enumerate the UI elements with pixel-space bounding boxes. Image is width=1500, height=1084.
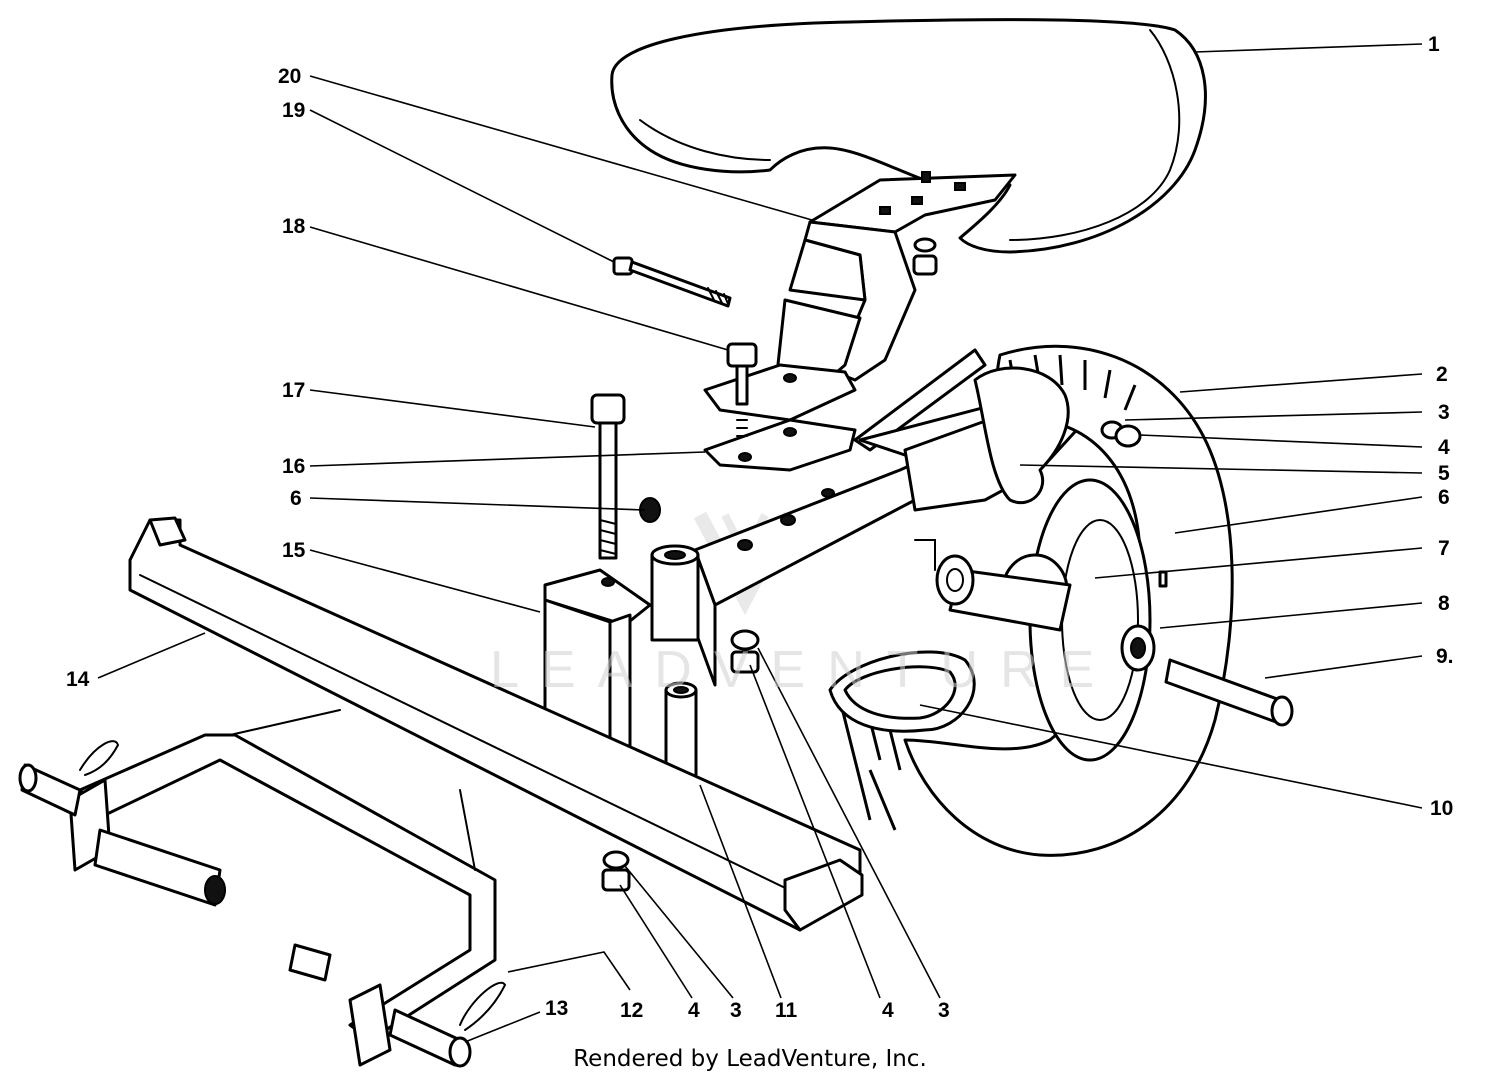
- callout-5: 5: [1438, 462, 1450, 485]
- callout-4-bottom-left: 4: [688, 999, 700, 1022]
- seat-mount-plates: [703, 342, 857, 472]
- callout-11: 11: [775, 999, 798, 1022]
- callout-18: 18: [282, 215, 306, 238]
- wheel-hub: [935, 553, 1168, 672]
- leader-lines: [97, 43, 1423, 1043]
- callout-20: 20: [278, 65, 302, 88]
- callout-1: 1: [1428, 33, 1440, 56]
- axle: [1164, 658, 1294, 727]
- render-credit: Rendered by LeadVenture, Inc.: [573, 1046, 927, 1072]
- callout-6: 6: [1438, 486, 1450, 509]
- callout-6-left: 6: [290, 487, 302, 510]
- callout-3-bottom-left: 3: [730, 999, 742, 1022]
- callout-19: 19: [282, 99, 306, 122]
- callout-16: 16: [282, 455, 306, 478]
- callout-14: 14: [66, 668, 90, 691]
- callout-2: 2: [1436, 363, 1448, 386]
- cross-bar: [128, 516, 864, 932]
- callout-17: 17: [282, 379, 306, 402]
- callout-8: 8: [1438, 592, 1450, 615]
- callout-3-bottom-right: 3: [938, 999, 950, 1022]
- bolt-19: [612, 256, 732, 308]
- callout-3: 3: [1438, 401, 1450, 424]
- center-nut-washer: [601, 629, 760, 892]
- fork-nut-washer: [1100, 420, 1142, 448]
- callout-13: 13: [545, 997, 569, 1020]
- callout-10: 10: [1430, 797, 1454, 820]
- callout-15: 15: [282, 539, 306, 562]
- seat: [610, 18, 1207, 254]
- pivot-bolt: [590, 393, 626, 560]
- hitch-assembly: [18, 709, 497, 1068]
- watermark-text: LEADVENTURE: [490, 641, 1117, 699]
- hitch-pin-clips: [79, 740, 507, 1031]
- pivot-bracket: [543, 544, 700, 757]
- callout-9: 9.: [1436, 645, 1454, 668]
- callout-4: 4: [1438, 436, 1450, 459]
- callout-4-bottom-right: 4: [882, 999, 894, 1022]
- inner-tube: [828, 366, 1070, 733]
- callout-7: 7: [1438, 537, 1450, 560]
- callout-12: 12: [620, 999, 644, 1022]
